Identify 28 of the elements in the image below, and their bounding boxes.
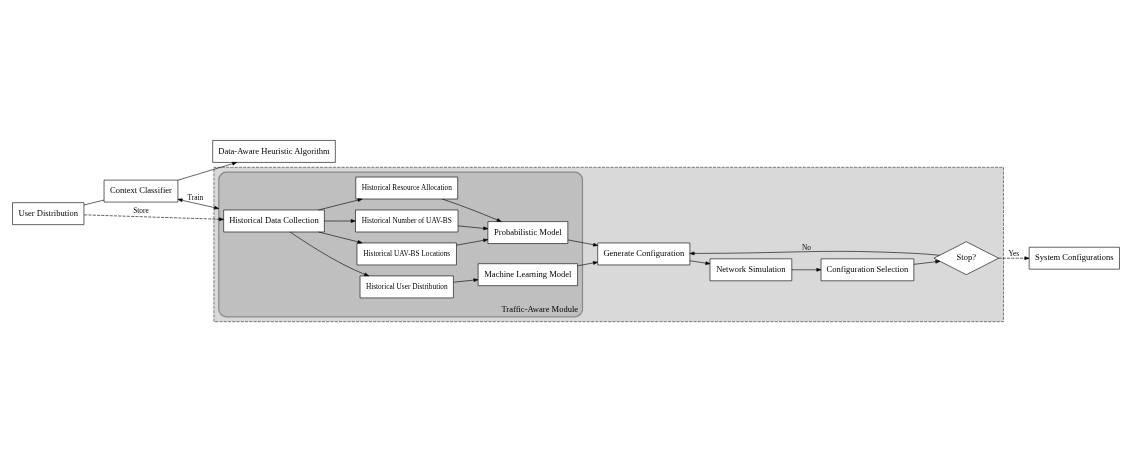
arrow [577, 261, 598, 267]
arrow [689, 260, 711, 265]
arrow [456, 238, 489, 246]
arrow [318, 198, 363, 211]
node-box: System Configurations [1028, 246, 1120, 270]
node-box: Data-Aware Heuristic Algorithm [212, 140, 336, 163]
arrow [791, 268, 822, 272]
arrow [457, 225, 489, 231]
arrow [324, 219, 356, 223]
arrow [442, 198, 502, 222]
arrow [289, 231, 369, 277]
node-box: Configuration Selection [820, 258, 915, 282]
node-box: Context Classifier [103, 179, 179, 203]
arrow [177, 161, 237, 181]
node-box: Generate Configuration [597, 242, 691, 266]
arrow [177, 198, 220, 210]
node-box: Network Simulation [709, 258, 793, 282]
node-box: Machine Learning Model [477, 263, 578, 286]
arrow [689, 251, 940, 256]
node-box: User Distribution [12, 202, 85, 225]
arrow [83, 214, 224, 222]
arrow [567, 239, 599, 247]
arrow [913, 260, 941, 265]
arrow [318, 231, 363, 244]
node-box: Historical Data Collection [223, 209, 325, 233]
arrow [998, 256, 1030, 260]
arrow [453, 278, 479, 283]
node-box: Probabilistic Model [487, 221, 569, 244]
